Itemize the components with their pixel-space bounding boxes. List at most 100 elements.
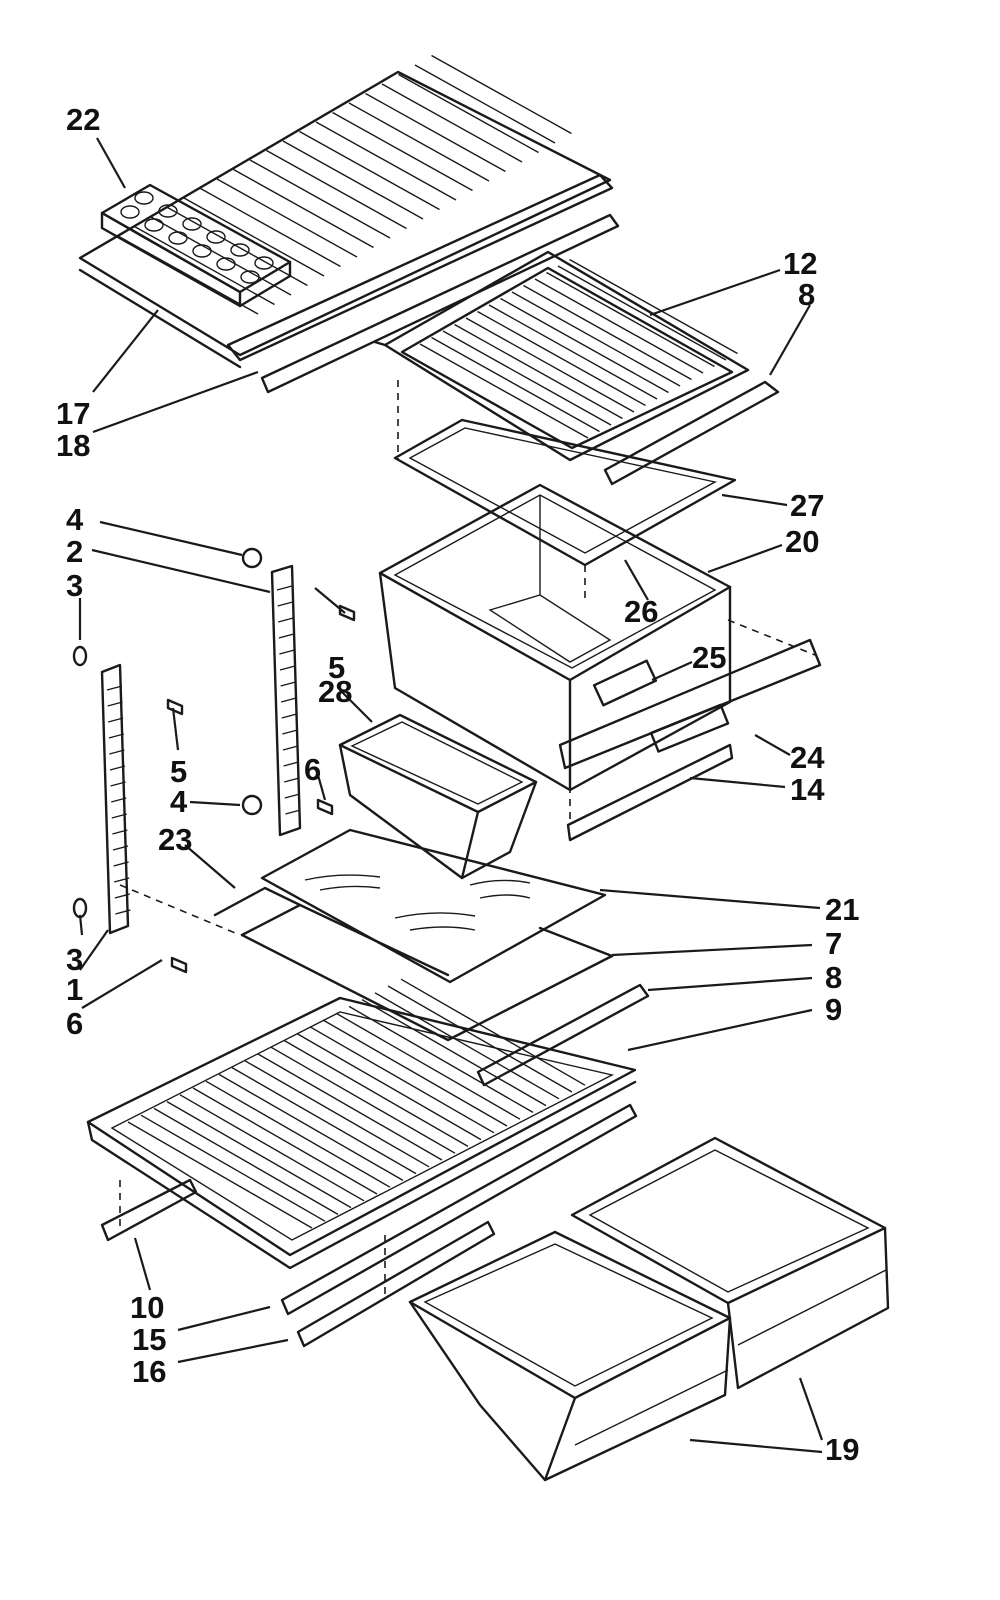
top-shelf-trim-18 — [226, 173, 620, 394]
callout-16: 16 — [132, 1354, 166, 1389]
rib-line — [315, 121, 457, 201]
callout-5-upper: 5 — [328, 650, 345, 685]
rib-line — [233, 168, 374, 249]
rib-line — [218, 1073, 404, 1182]
rib-line — [183, 197, 325, 277]
crisper-pan-right-19 — [570, 1136, 890, 1390]
rib-line — [454, 323, 623, 420]
rib-line — [442, 330, 612, 426]
rib-line — [192, 1087, 378, 1195]
rib-line — [200, 187, 341, 268]
crisper-cover-12 — [373, 250, 750, 462]
callout-4-upper: 4 — [66, 502, 84, 537]
rib-line — [279, 649, 295, 655]
callout-9: 9 — [825, 992, 842, 1027]
rib-line — [127, 1121, 313, 1229]
rib-line — [282, 729, 298, 735]
callout-26: 26 — [624, 594, 658, 629]
egg-cup — [230, 243, 250, 257]
callout-10: 10 — [130, 1290, 164, 1325]
large-shelf-9 — [86, 978, 637, 1270]
rib-line — [546, 271, 715, 368]
rib-line — [231, 1066, 417, 1175]
egg-cup — [144, 218, 164, 232]
egg-cup — [254, 256, 274, 270]
rib-line — [278, 617, 294, 623]
rib-line — [112, 829, 128, 835]
rib-line — [283, 1039, 469, 1148]
assembly-lines — [119, 380, 816, 936]
callout-2: 2 — [66, 534, 83, 569]
rib-line — [107, 701, 123, 707]
shelf-rails-10-15-16 — [100, 1103, 638, 1348]
rib-line — [279, 665, 296, 671]
callout-27: 27 — [790, 488, 824, 523]
rib-line — [332, 111, 473, 192]
shelf-standard-2 — [270, 564, 302, 837]
rib-line — [348, 102, 490, 182]
drawer-rail-14 — [566, 743, 734, 842]
rib-line — [106, 685, 123, 691]
rib-line — [257, 1053, 443, 1161]
rib-line — [477, 310, 646, 407]
callout-21: 21 — [825, 892, 859, 927]
egg-cup — [216, 257, 236, 271]
rib-line — [398, 73, 539, 154]
rib-line — [111, 813, 127, 819]
egg-cup — [120, 205, 140, 219]
callout-12: 12 — [783, 246, 817, 281]
callout-labels: 22 17 18 12 8 27 20 26 25 24 14 4 2 3 5 … — [56, 102, 859, 1467]
callout-4-lower: 4 — [170, 784, 188, 819]
egg-cup — [192, 244, 212, 258]
shelf-trim-8-lower — [476, 983, 650, 1087]
rib-line — [115, 909, 131, 915]
rib-line — [278, 633, 294, 639]
rib-line — [500, 297, 669, 394]
rib-line — [270, 1046, 456, 1154]
rib-line — [113, 861, 129, 867]
rib-line — [335, 1012, 521, 1120]
rib-line — [281, 697, 297, 703]
rib-line — [285, 809, 301, 815]
rib-line — [244, 1060, 430, 1168]
rib-line — [523, 284, 692, 381]
rib-line — [284, 777, 300, 783]
rib-line — [400, 978, 586, 1086]
rib-line — [557, 265, 727, 361]
crisper-pan-left-19 — [408, 1230, 732, 1482]
egg-cup — [158, 204, 178, 218]
rib-line — [280, 681, 296, 687]
callout-14: 14 — [790, 772, 825, 807]
rib-line — [309, 1026, 495, 1134]
rib-line — [282, 745, 299, 751]
shelf-standard-1 — [100, 663, 131, 935]
rib-line — [114, 877, 130, 883]
rib-line — [266, 149, 407, 230]
rib-line — [277, 601, 293, 607]
callout-5-lower: 5 — [170, 754, 187, 789]
rib-line — [166, 1100, 352, 1209]
rib-line — [348, 1005, 534, 1114]
top-wire-shelf — [78, 54, 612, 369]
callout-6-lower: 6 — [66, 1006, 83, 1041]
callout-6-upper: 6 — [304, 752, 321, 787]
rib-line — [569, 258, 738, 355]
rib-line — [296, 1032, 482, 1141]
rib-line — [276, 585, 293, 591]
callout-23: 23 — [158, 822, 192, 857]
callout-1: 1 — [66, 972, 83, 1007]
egg-cup — [240, 270, 260, 284]
rib-line — [299, 130, 440, 211]
callout-18: 18 — [56, 428, 90, 463]
rib-line — [111, 797, 127, 803]
rib-line — [112, 845, 129, 851]
callout-3-upper: 3 — [66, 568, 83, 603]
rib-line — [414, 64, 556, 144]
rib-line — [365, 92, 506, 173]
shelf-frame-7 — [213, 886, 614, 1042]
rib-line — [465, 317, 635, 413]
glass-shelf-21 — [260, 828, 607, 984]
callout-19: 19 — [825, 1432, 859, 1467]
rib-line — [431, 336, 600, 433]
